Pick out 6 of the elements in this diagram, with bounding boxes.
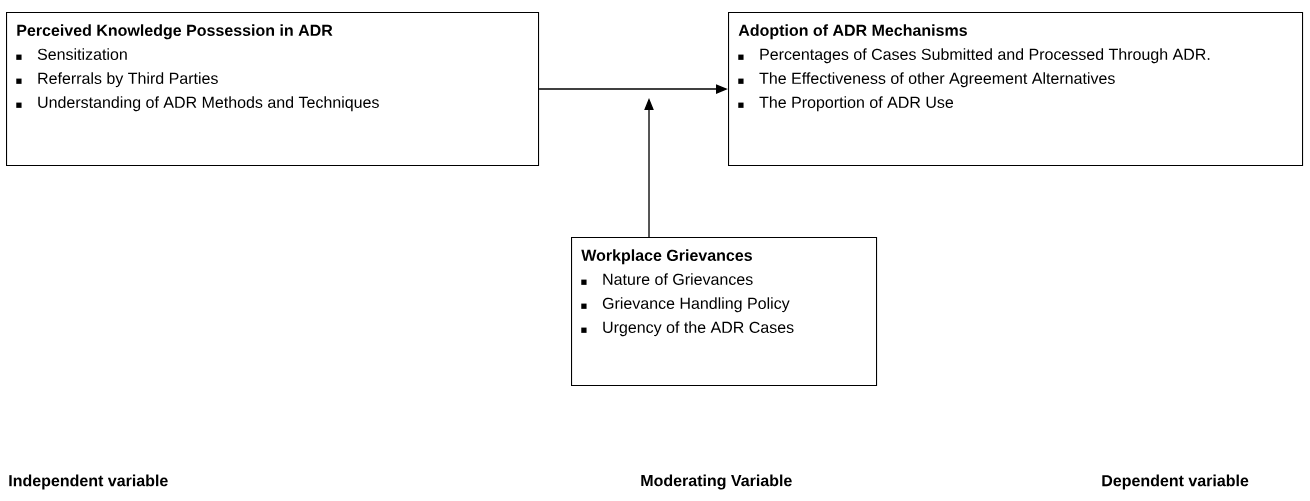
variable-label: Moderating Variable (641, 474, 792, 490)
variable-box: Perceived Knowledge Possession in ADR Sensitization Referrals by Third Parties Understanding of ADR Methods and Techniques (6, 12, 540, 167)
variable-label: Dependent variable (1102, 474, 1249, 490)
variable-box: Adoption of ADR Mechanisms Percentages of Cases Submitted and Processed Through ADR. The Effectiveness of other Agreement Alternatives The Proportion of ADR Use (728, 12, 1304, 167)
variable-label: Independent variable (9, 474, 168, 490)
variable-box: Workplace Grievances Nature of Grievances Grievance Handling Policy Urgency of the ADR Cases (571, 237, 878, 387)
